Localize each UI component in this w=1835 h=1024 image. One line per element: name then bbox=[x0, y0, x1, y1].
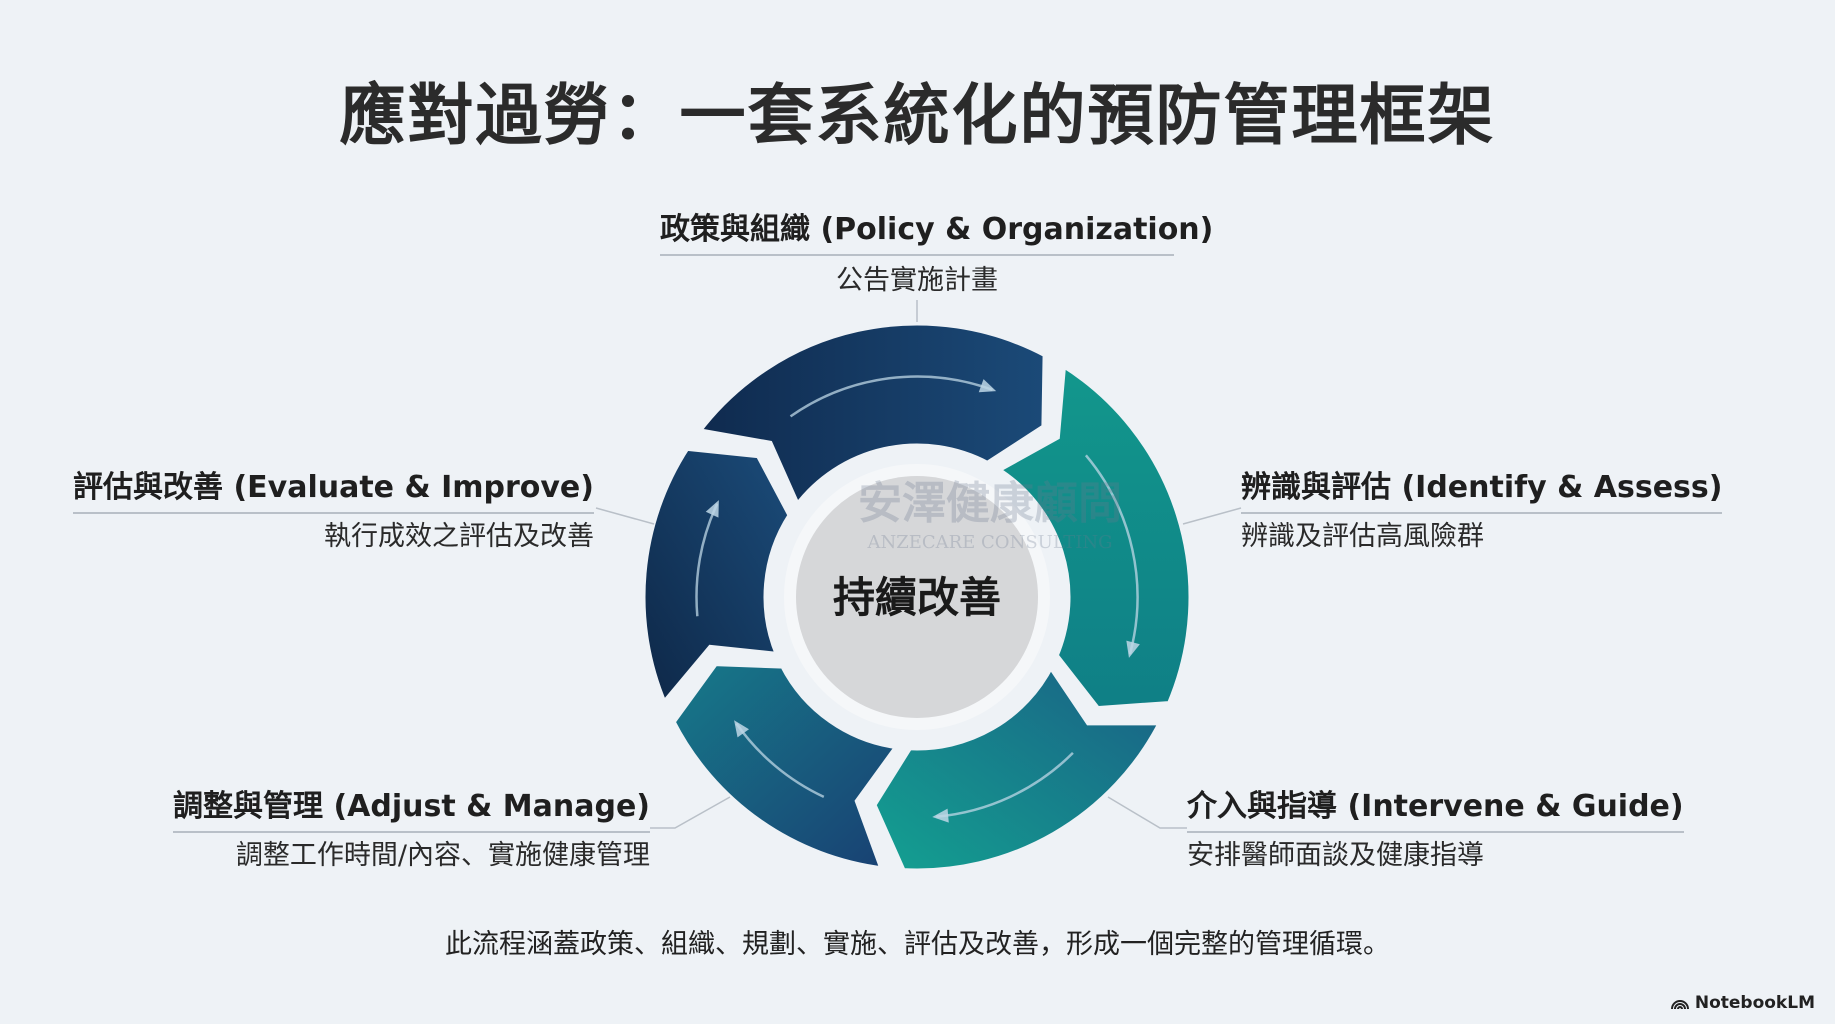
segment-evaluate bbox=[638, 443, 796, 712]
step-label-evaluate: 評估與改善 (Evaluate & Improve) bbox=[73, 462, 594, 514]
step-sub-adjust: 調整工作時間/內容、實施健康管理 bbox=[235, 840, 650, 871]
connector-bottom-left bbox=[650, 796, 731, 829]
segment-arrow-icon bbox=[789, 375, 993, 418]
step-label-intervene: 介入與指導 (Intervene & Guide) bbox=[1187, 781, 1684, 833]
segment-adjust bbox=[667, 659, 906, 875]
segment-policy bbox=[691, 318, 1050, 514]
center-label: 持續改善 bbox=[833, 573, 1001, 622]
notebooklm-logo-icon bbox=[1670, 1000, 1689, 1010]
step-label-policy: 政策與組織 (Policy & Organization) bbox=[660, 204, 1213, 256]
segment-arrow-icon bbox=[936, 752, 1074, 818]
brand-label: NotebookLM bbox=[1694, 993, 1815, 1013]
connector-bottom-right bbox=[1107, 796, 1187, 829]
page-title: 應對過勞：一套系統化的預防管理框架 bbox=[339, 77, 1496, 154]
arrowhead-icon bbox=[1126, 640, 1140, 658]
connector-left bbox=[595, 507, 655, 525]
arrowhead-icon bbox=[978, 379, 997, 393]
arrowhead-icon bbox=[705, 500, 719, 518]
svg-text:安澤健康顧問: 安澤健康顧問 bbox=[858, 478, 1122, 529]
arrowhead-icon bbox=[932, 808, 949, 823]
segment-arrow-icon bbox=[1084, 454, 1139, 655]
svg-text:ANZECARE CONSULTING: ANZECARE CONSULTING bbox=[866, 532, 1112, 553]
step-sub-evaluate: 執行成效之評估及改善 bbox=[324, 521, 594, 552]
step-sub-intervene: 安排醫師面談及健康指導 bbox=[1187, 840, 1484, 871]
arrowhead-icon bbox=[734, 720, 749, 738]
notebooklm-brand: NotebookLM bbox=[1670, 993, 1815, 1013]
segment-identify bbox=[989, 357, 1196, 714]
step-sub-policy: 公告實施計畫 bbox=[836, 265, 998, 296]
connector-right bbox=[1182, 507, 1242, 525]
step-label-identify: 辨識與評估 (Identify & Assess) bbox=[1241, 462, 1723, 514]
step-sub-identify: 辨識及評估高風險群 bbox=[1241, 521, 1484, 552]
watermark: 安澤健康顧問 ANZECARE CONSULTING bbox=[858, 478, 1122, 553]
footer-caption: 此流程涵蓋政策、組織、規劃、實施、評估及改善，形成一個完整的管理循環。 bbox=[445, 929, 1390, 960]
step-label-adjust: 調整與管理 (Adjust & Manage) bbox=[173, 781, 650, 833]
